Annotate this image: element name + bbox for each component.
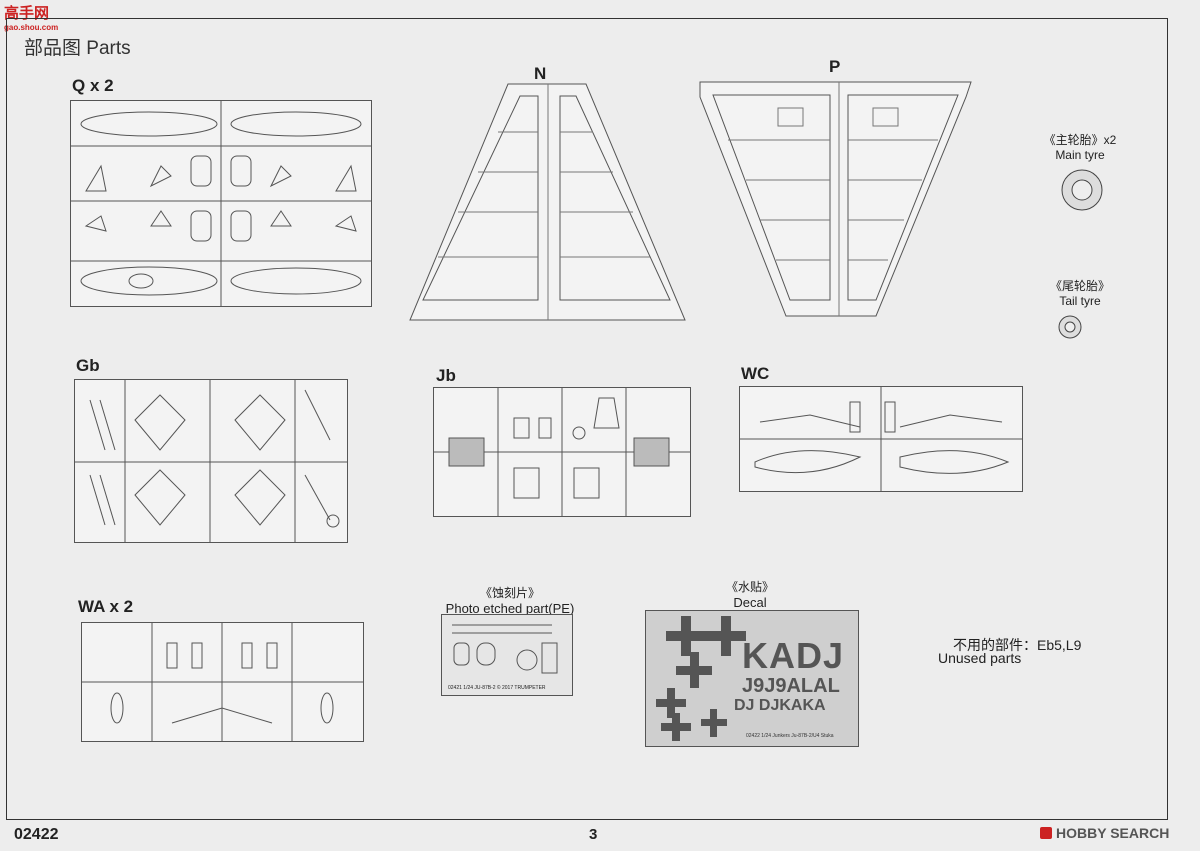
watermark-url: gao.shou.com [4, 23, 59, 32]
tail-tyre-icon [1058, 315, 1082, 339]
sprue-p [699, 81, 972, 317]
part-label-wa: WA x 2 [78, 597, 134, 616]
decal-crosses [656, 616, 746, 741]
part-label-gb: Gb [76, 356, 100, 375]
decal-cn: 《水贴》 [725, 580, 774, 594]
pe-strip-text: 02421 1/24 JU-87B-2 © 2017 TRUMPETER [448, 685, 546, 691]
sprue-q [70, 100, 372, 307]
decal-en: Decal [733, 595, 767, 610]
sprue-q-drawing [71, 101, 371, 306]
sprue-wa-drawing [82, 623, 363, 741]
page-title: 部品图 Parts [24, 38, 131, 59]
page-code: 02422 [14, 826, 59, 843]
page-number: 3 [589, 826, 598, 843]
hobby-search-logo: HOBBY SEARCH [1040, 825, 1169, 841]
pe-fret-drawing [452, 624, 558, 674]
decal-code-row2: J9J9ALAL [742, 675, 840, 697]
part-label-q: Q x 2 [72, 76, 114, 95]
unused-parts-en: Unused parts [938, 650, 1022, 666]
main-tyre-en: Main tyre [1055, 148, 1105, 162]
pe-cn: 《蚀刻片》 [479, 586, 540, 600]
main-tyre-icon [1061, 169, 1103, 211]
decal-footer: 02422 1/24 Junkers Ju-87B-2/U4 Stuka [746, 733, 834, 739]
main-tyre-cn: 《主轮胎》x2 [1043, 133, 1117, 147]
watermark-logo: 高手网 gao.shou.com [4, 2, 58, 32]
sprue-jb-drawing [434, 388, 690, 516]
part-label-wc: WC [741, 364, 770, 383]
decal-sheet: KADJ J9J9ALAL DJ DJKAKA 02422 1/24 Junke… [645, 610, 859, 747]
hobby-search-icon [1040, 827, 1052, 839]
sprue-jb [433, 387, 691, 517]
sprue-n [409, 83, 686, 321]
part-label-p: P [829, 57, 841, 76]
tail-tyre-caption: 《尾轮胎》 Tail tyre [1030, 279, 1130, 309]
page-frame [6, 18, 1168, 820]
tail-tyre-en: Tail tyre [1059, 294, 1101, 308]
tail-tyre-cn: 《尾轮胎》 [1049, 279, 1110, 293]
part-label-jb: Jb [436, 366, 456, 385]
watermark-text: 高手网 [4, 5, 50, 22]
sprue-gb-drawing [75, 380, 347, 542]
pe-en: Photo etched part(PE) [445, 601, 575, 616]
pe-caption: 《蚀刻片》 Photo etched part(PE) [430, 586, 590, 616]
sprue-gb [74, 379, 348, 543]
decal-code-big: KADJ [742, 635, 845, 676]
pe-fret: 02421 1/24 JU-87B-2 © 2017 TRUMPETER [441, 614, 573, 696]
decal-caption: 《水贴》 Decal [710, 580, 790, 610]
unused-parts-cn: 不用的部件：Eb5,L9 [953, 637, 1082, 653]
sprue-wc [739, 386, 1023, 492]
sprue-wa [81, 622, 364, 742]
hobby-search-text: HOBBY SEARCH [1056, 825, 1170, 841]
decal-code-row3: DJ DJKAKA [734, 697, 826, 714]
part-label-n: N [534, 64, 547, 83]
sprue-wc-drawing [740, 387, 1022, 491]
main-tyre-caption: 《主轮胎》x2 Main tyre [1030, 133, 1130, 163]
